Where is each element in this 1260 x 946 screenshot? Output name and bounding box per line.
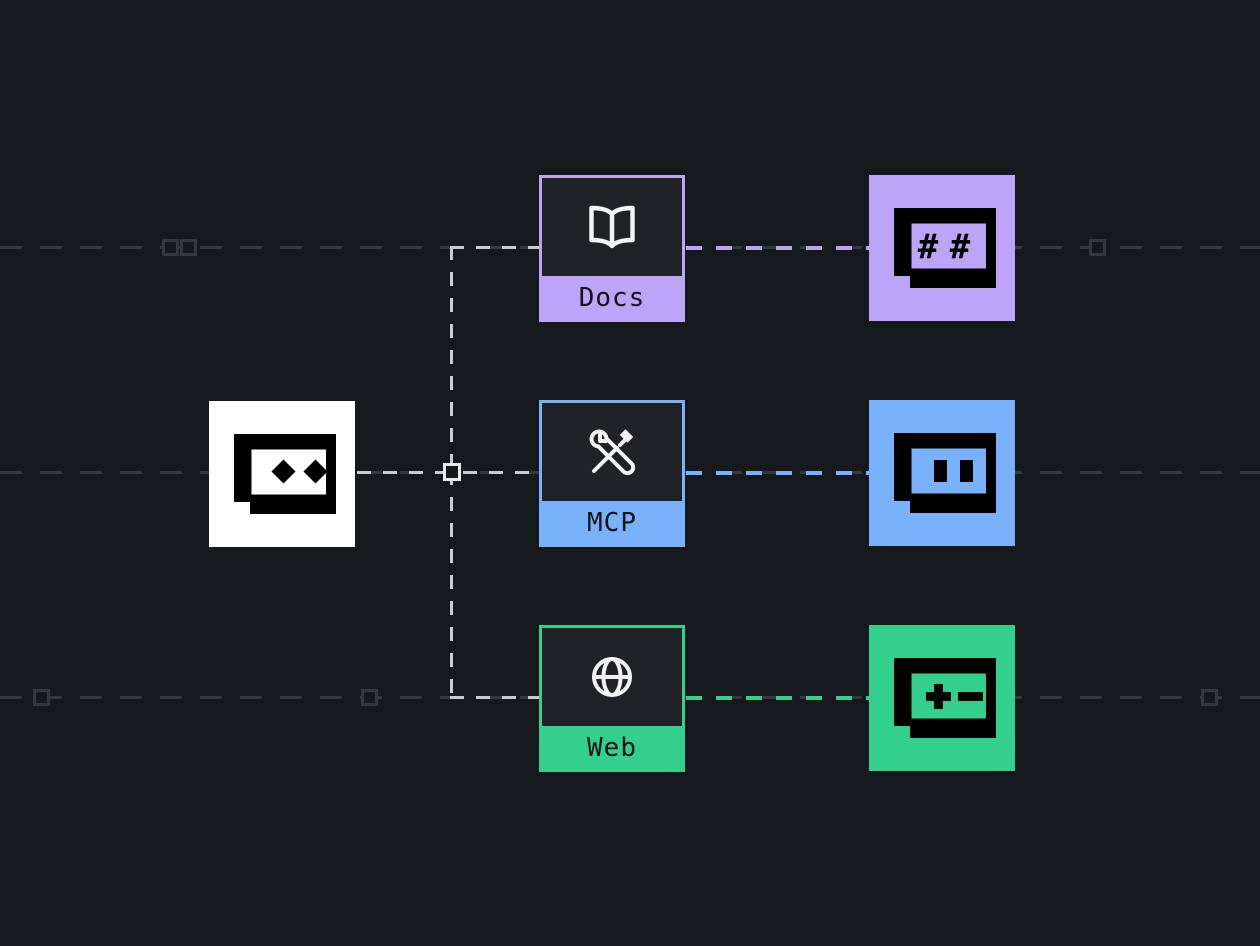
service-card-docs[interactable]: Docs [539, 175, 685, 322]
grid-marker [361, 689, 378, 706]
web-target-tile[interactable] [869, 625, 1015, 771]
connector-mcp [686, 471, 872, 475]
agent-logo-tile[interactable] [209, 401, 355, 547]
globe-icon [592, 657, 632, 697]
wrench-screwdriver-icon [589, 429, 636, 476]
route-spine-up [450, 246, 453, 474]
service-card-mcp[interactable]: MCP [539, 400, 685, 547]
svg-text:#: # [918, 227, 939, 267]
robot-face-bar-eyes-icon [894, 433, 996, 513]
robot-face-diamond-eyes-icon [234, 434, 336, 514]
grid-marker [33, 689, 50, 706]
route-branch-to-web [450, 696, 540, 699]
route-junction-to-mcp [463, 471, 539, 474]
grid-marker [1089, 239, 1106, 256]
mcp-icon-panel [542, 403, 682, 501]
open-book-icon [589, 205, 635, 249]
route-logo-to-junction [357, 471, 445, 474]
docs-icon-panel [542, 178, 682, 276]
svg-text:#: # [950, 227, 971, 267]
route-spine-down [450, 471, 453, 699]
robot-face-plus-minus-eyes-icon [894, 658, 996, 738]
web-icon-panel [542, 628, 682, 726]
robot-face-hash-eyes-icon: # # [894, 208, 996, 288]
docs-target-tile[interactable]: # # [869, 175, 1015, 321]
connector-docs [686, 246, 872, 250]
mcp-card-label: MCP [542, 501, 682, 544]
web-card-label: Web [542, 726, 682, 769]
routing-junction[interactable] [443, 463, 461, 481]
service-card-web[interactable]: Web [539, 625, 685, 772]
grid-marker [162, 239, 179, 256]
grid-marker [180, 239, 197, 256]
grid-marker [1201, 689, 1218, 706]
docs-card-label: Docs [542, 276, 682, 319]
route-branch-to-docs [450, 246, 540, 249]
mcp-target-tile[interactable] [869, 400, 1015, 546]
connector-web [686, 696, 872, 700]
